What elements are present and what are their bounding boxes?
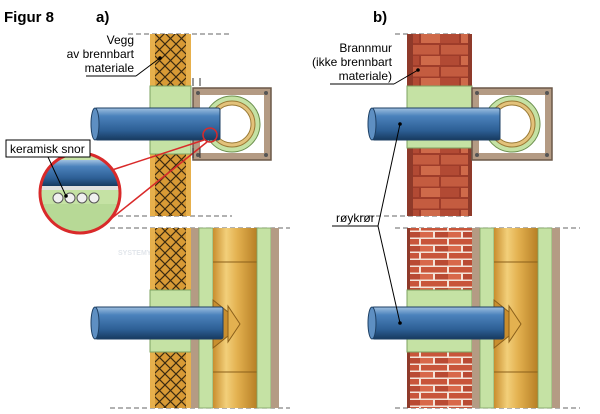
panel-a-bottom <box>90 227 290 409</box>
svg-text:Vegg: Vegg <box>107 33 134 47</box>
ceramic-cord-label: keramisk snor <box>5 139 91 198</box>
svg-text:av brennbart: av brennbart <box>67 47 135 61</box>
detail-marker <box>202 127 218 143</box>
svg-text:(ikke brennbart: (ikke brennbart <box>312 55 393 69</box>
panel-a-label: a) <box>96 9 109 26</box>
svg-text:materiale: materiale <box>85 61 135 75</box>
panel-b-top <box>360 33 553 217</box>
magnifier-circle-icon <box>38 151 122 235</box>
flue-pipe-label: røykrør <box>332 122 402 325</box>
flue-pipe-a-top <box>94 107 221 141</box>
flue-pipe-b-bottom <box>371 306 505 340</box>
wall-label: Vegg av brennbart materiale <box>67 33 162 77</box>
svg-text:Brannmur: Brannmur <box>339 41 392 55</box>
svg-text:røykrør: røykrør <box>336 211 375 225</box>
panel-b-bottom <box>367 227 580 409</box>
flue-pipe-a-bottom <box>94 306 224 340</box>
watermark-brand: brata <box>465 172 520 197</box>
panel-a-top <box>90 33 272 219</box>
svg-text:materiale): materiale) <box>339 69 392 83</box>
figure-title: Figur 8 <box>4 9 54 26</box>
firewall-label: Brannmur (ikke brennbart materiale) <box>312 41 420 85</box>
panel-b-label: b) <box>373 9 387 26</box>
flue-pipe-b-top <box>371 107 501 141</box>
svg-text:keramisk snor: keramisk snor <box>10 142 85 156</box>
